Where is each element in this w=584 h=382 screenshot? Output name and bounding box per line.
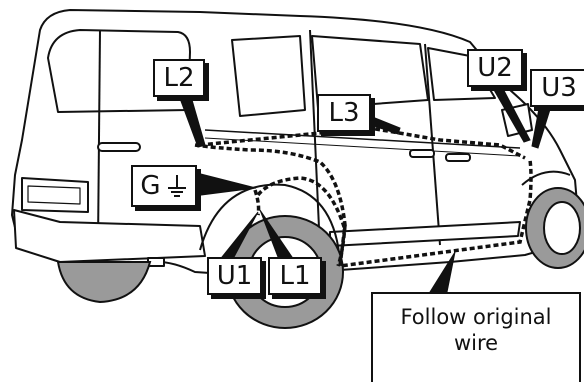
note-line-1: Follow original xyxy=(400,305,552,329)
label-u2: U2 xyxy=(467,49,523,87)
note-line-2: wire xyxy=(453,331,499,356)
label-ground: G xyxy=(131,165,197,207)
label-l3: L3 xyxy=(317,94,371,132)
front-wheel xyxy=(525,187,584,269)
label-u1: U1 xyxy=(207,257,262,295)
ground-symbol-icon xyxy=(166,174,188,198)
wire-route xyxy=(194,126,533,269)
note-follow-original-wire: Follow original wire xyxy=(371,292,581,382)
leader-arrows xyxy=(177,82,553,293)
rear-left-wheel xyxy=(56,261,152,304)
label-l1: L1 xyxy=(268,257,322,295)
label-u3: U3 xyxy=(530,69,584,107)
label-l2: L2 xyxy=(153,59,205,97)
label-ground-text: G xyxy=(140,171,161,201)
